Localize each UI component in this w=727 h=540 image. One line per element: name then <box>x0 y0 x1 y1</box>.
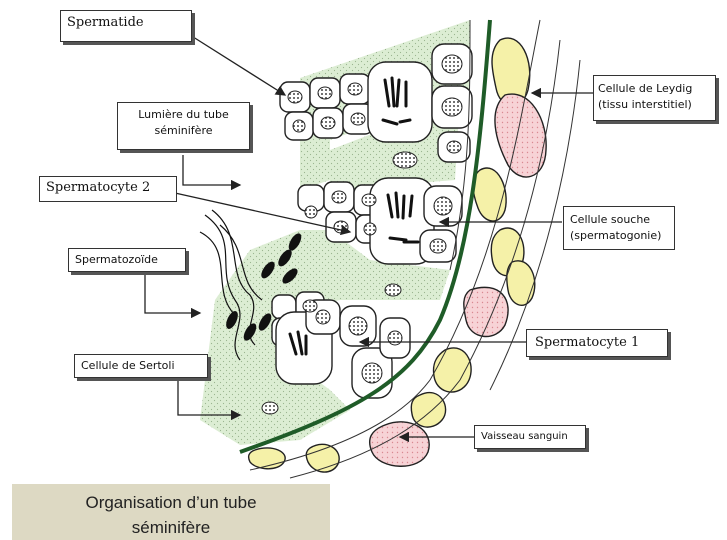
label-cellule-souche: Cellule souche (spermatogonie) <box>563 206 675 250</box>
label-lumiere: Lumière du tube séminifère <box>117 102 250 150</box>
label-spermatocyte-1: Spermatocyte 1 <box>526 329 668 357</box>
label-souche-line2: (spermatogonie) <box>570 228 668 244</box>
label-souche-line1: Cellule souche <box>570 212 668 228</box>
figure-caption: Organisation d’un tube séminifère <box>12 484 330 540</box>
caption-line2: séminifère <box>12 515 330 540</box>
label-spermatide-text: Spermatide <box>67 15 144 30</box>
label-spermatozoide: Spermatozoïde <box>68 248 186 272</box>
label-vaisseau-text: Vaisseau sanguin <box>481 431 568 442</box>
label-spermatide: Spermatide <box>60 10 192 42</box>
label-leydig-line1: Cellule de Leydig <box>598 81 711 97</box>
caption-line1: Organisation d’un tube <box>12 490 330 515</box>
label-spermatocyte-1-text: Spermatocyte 1 <box>535 335 639 350</box>
label-spermatocyte-2: Spermatocyte 2 <box>39 176 177 202</box>
label-leydig: Cellule de Leydig (tissu interstitiel) <box>593 75 716 121</box>
label-spermatozoide-text: Spermatozoïde <box>75 253 158 266</box>
label-vaisseau: Vaisseau sanguin <box>474 425 586 449</box>
label-lumiere-line2: séminifère <box>124 123 243 139</box>
label-sertoli-text: Cellule de Sertoli <box>81 359 175 372</box>
label-spermatocyte-2-text: Spermatocyte 2 <box>46 180 150 195</box>
label-lumiere-line1: Lumière du tube <box>124 107 243 123</box>
label-sertoli: Cellule de Sertoli <box>74 354 208 378</box>
label-leydig-line2: (tissu interstitiel) <box>598 97 711 113</box>
